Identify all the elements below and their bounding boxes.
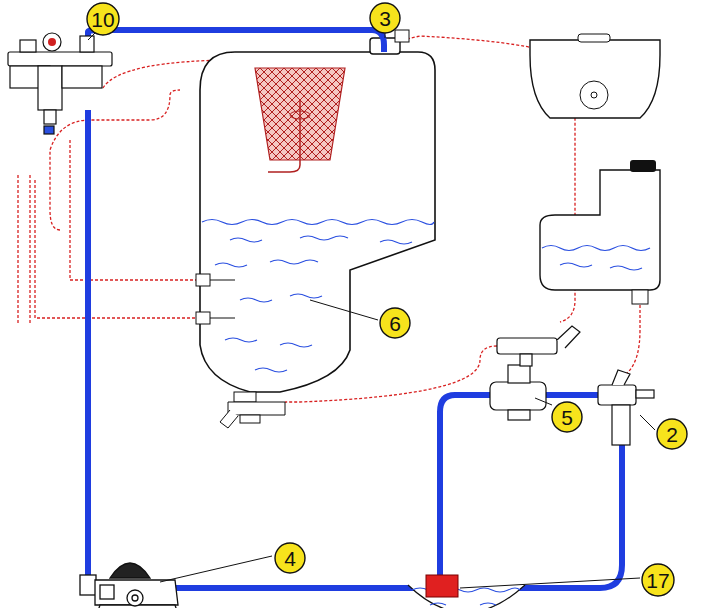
- callout-number: 3: [379, 8, 391, 29]
- main-tank: [200, 52, 435, 392]
- callout-circle: 5: [551, 401, 583, 433]
- hand-wash-tank: [540, 170, 660, 290]
- callout-circle: 10: [86, 2, 120, 36]
- callout-circle: 6: [379, 307, 411, 339]
- callout-circle: 4: [274, 542, 306, 574]
- suction-strainer: [426, 575, 458, 597]
- callout-number: 10: [91, 9, 114, 30]
- callout-number: 17: [646, 570, 669, 591]
- callout-circle: 17: [641, 563, 675, 597]
- callout-circle: 2: [656, 418, 688, 450]
- pressure-filter: [8, 33, 112, 134]
- callout-number: 4: [284, 548, 296, 569]
- callout-number: 2: [666, 424, 678, 445]
- callout-number: 6: [389, 313, 401, 334]
- clean-water-tank: [530, 40, 660, 118]
- pump: [80, 563, 180, 608]
- callout-number: 5: [561, 407, 573, 428]
- selector-valve: [598, 370, 654, 445]
- callout-circle: 3: [369, 2, 401, 34]
